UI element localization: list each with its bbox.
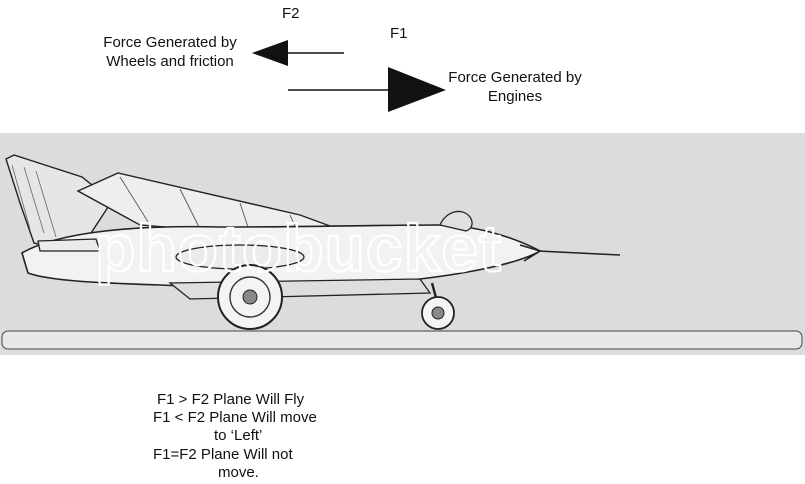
f2-arrow xyxy=(252,40,344,66)
nose-probe xyxy=(519,244,621,262)
friction-force-label: Force Generated by Wheels and friction xyxy=(92,33,248,71)
engine-force-line-1: Force Generated by xyxy=(448,69,582,86)
f2-label: F2 xyxy=(282,5,300,22)
photobucket-watermark: photobucket xyxy=(95,211,502,285)
friction-force-line-2: Wheels and friction xyxy=(106,53,234,70)
cockpit-hump xyxy=(439,210,473,232)
condition-fly: F1 > F2 Plane Will Fly xyxy=(157,391,305,408)
condition-left-cont: to ‘Left’ xyxy=(214,427,263,444)
engine-force-label: Force Generated by Engines xyxy=(438,68,592,106)
f1-arrow xyxy=(288,67,446,112)
main-wheel xyxy=(217,264,283,330)
tail-fin xyxy=(5,154,113,254)
force-arrows xyxy=(252,40,446,112)
condition-left: F1 < F2 Plane Will move xyxy=(153,409,317,426)
condition-not-move-cont: move. xyxy=(218,464,259,481)
engine-force-line-2: Engines xyxy=(487,88,543,105)
condition-not-move: F1=F2 Plane Will not xyxy=(153,446,293,463)
nose-wheel xyxy=(421,282,455,330)
airplane-photo-panel: photobucket xyxy=(0,133,805,355)
f1-label: F1 xyxy=(390,25,408,42)
friction-force-line-1: Force Generated by xyxy=(103,34,237,51)
runway xyxy=(1,330,803,350)
side-pod xyxy=(37,238,305,270)
airplane-drawing: photobucket xyxy=(1,154,803,350)
